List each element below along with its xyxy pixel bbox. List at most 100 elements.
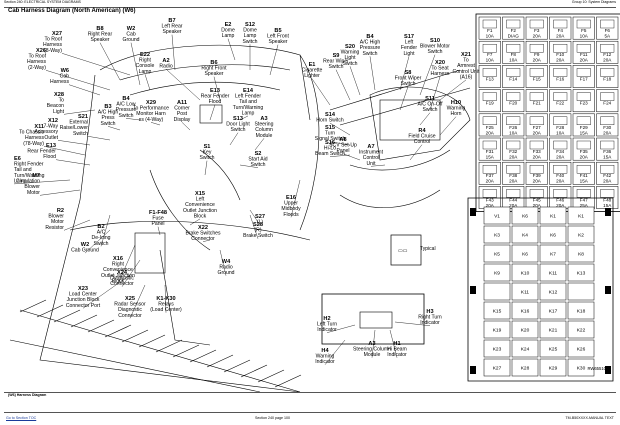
callout-desc: Switch <box>422 107 437 113</box>
fuse-rating: 20A <box>556 58 565 63</box>
fuse-rating: 15A <box>486 155 495 160</box>
relay-id: K20 <box>521 328 530 334</box>
figure-ref: RW65510 <box>587 366 606 371</box>
relay-cell <box>511 225 539 244</box>
relay-id: K13 <box>577 271 586 277</box>
fuse-id: F47 <box>580 197 588 202</box>
relay-id: K27 <box>493 366 502 372</box>
fuse-id: F41 <box>580 173 588 178</box>
fuse-id: F7 <box>487 52 493 57</box>
callout-b7: B7 <box>168 18 175 24</box>
fuse-id: F32 <box>509 149 517 154</box>
fuse-id: F39 <box>533 173 541 178</box>
callout-desc: Column <box>255 127 273 133</box>
callout-desc: (A16) <box>460 74 473 80</box>
relay-cell <box>567 263 595 282</box>
relay-cell <box>483 206 511 225</box>
callout-desc: Corner <box>174 106 190 112</box>
callout-s10: S10 <box>430 38 440 44</box>
callout-desc: To Chassis <box>19 130 44 136</box>
callout-desc: Beacon <box>47 103 64 109</box>
callout-s17: S17 <box>404 34 414 40</box>
relay-cell <box>511 206 539 225</box>
relay-cell <box>511 358 539 377</box>
footer-right: TM-B50XXXX-MANUAL TEXT <box>565 416 614 420</box>
callout-desc: Press <box>101 115 114 121</box>
fuse-id: F4 <box>558 28 564 33</box>
relay-id: K3 <box>494 233 500 239</box>
relay-cell <box>567 320 595 339</box>
callout-x21: X21 <box>461 52 471 58</box>
callout-desc: Warning <box>316 354 335 360</box>
fuse-rating: 20A <box>509 155 518 160</box>
relay-cell <box>483 320 511 339</box>
callout-s14: S14 <box>325 112 336 118</box>
relay-cell <box>567 282 595 301</box>
callout-desc: Cab <box>60 74 70 80</box>
callout-desc: Turn/Warning <box>233 105 264 111</box>
callout-desc: Circulation <box>16 179 40 185</box>
callout-w2: W2 <box>127 26 135 32</box>
fuse-rating: 20A <box>509 179 518 184</box>
fuse-id: F14 <box>509 76 517 81</box>
relay-cell <box>567 301 595 320</box>
callout-desc: Tail and <box>239 99 257 105</box>
callout-desc: Harness <box>43 42 62 48</box>
callout-desc: Beam Switch <box>315 151 345 157</box>
callout-desc: Left <box>405 40 414 46</box>
callout-desc: Ground <box>218 270 235 276</box>
fuse-rating: 20A <box>603 58 612 63</box>
callout-desc: To <box>59 98 65 104</box>
callout-s9: S9 <box>333 53 340 59</box>
fuse-id: F20 <box>509 101 517 106</box>
callout-desc: Speaker <box>91 37 110 43</box>
fuse-id: F2 <box>511 28 517 33</box>
fuse-id: F27 <box>533 125 541 130</box>
fuse-id: F33 <box>533 149 541 154</box>
callout-desc: Rear Wiper <box>323 59 349 65</box>
callout-desc: Switch <box>93 241 108 247</box>
relay-id: K22 <box>577 328 586 334</box>
callout-desc: (Load Center) <box>150 307 182 313</box>
fuse-id: F15 <box>533 76 541 81</box>
fuse-rating: 25A <box>580 203 589 208</box>
callout-f1-f48: F1-F48 <box>149 210 167 216</box>
relay-id: K23 <box>493 347 502 353</box>
fuse-rating: 15A <box>580 130 589 135</box>
toc-link[interactable]: Go to Section TOC <box>6 416 37 420</box>
callout-desc: Brake Switches <box>185 231 221 237</box>
relay-cell <box>511 301 539 320</box>
figure-caption: (W6) Harness Diagram <box>8 393 47 397</box>
relay-cell <box>483 339 511 358</box>
callout-h10: H10 <box>451 100 461 106</box>
relay-id: K28 <box>521 366 530 372</box>
callout-desc: Connector <box>118 313 142 319</box>
callout-desc: To <box>463 58 469 64</box>
callout-desc: Outlet Junction <box>101 273 135 279</box>
relay-cell <box>567 358 595 377</box>
callout-x12: X12 <box>48 118 58 124</box>
relay-id: K10 <box>521 271 530 277</box>
callout-desc: Right <box>112 262 124 268</box>
callout-desc: Hi Beam <box>387 347 407 353</box>
callout-desc: Radar Sensor <box>114 302 146 308</box>
callout-desc: Diagnostic <box>118 307 142 313</box>
fuse-rating: 20A <box>533 130 542 135</box>
relay-id: K2 <box>578 233 584 239</box>
fuse-rating: 20A <box>556 179 565 184</box>
callout-x16: X16 <box>113 256 123 262</box>
callout-desc: Cab <box>126 32 136 38</box>
callout-desc: Ground <box>123 37 140 43</box>
callout-desc: Load Center <box>69 292 97 298</box>
callout-desc: Switch <box>342 61 357 67</box>
callout-desc: Pressure <box>116 107 137 113</box>
fuse-rating: 15A <box>580 179 589 184</box>
callout-desc: SCV Set-Up <box>329 143 357 149</box>
callout-desc: ss (4-Way) <box>139 117 164 123</box>
callout-desc: External <box>69 120 88 126</box>
fuse-rating: 15A <box>603 203 612 208</box>
callout-e1: E1 <box>309 62 316 68</box>
callout-desc: Harness <box>27 59 46 65</box>
